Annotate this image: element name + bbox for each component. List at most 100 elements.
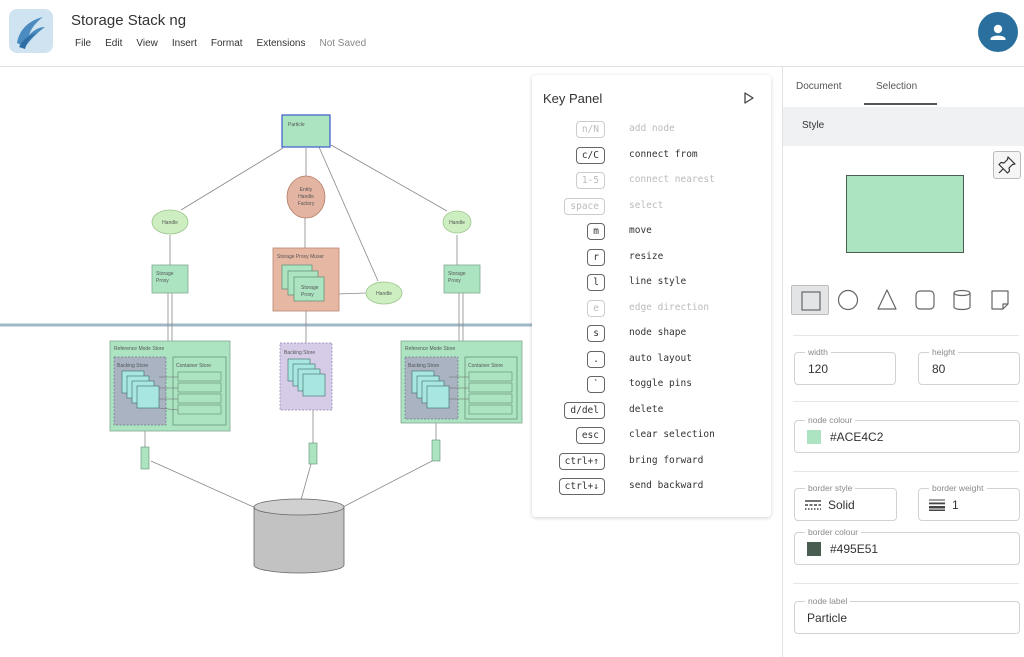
- svg-text:Backing Store: Backing Store: [408, 363, 439, 369]
- svg-text:Proxy: Proxy: [448, 278, 461, 284]
- pin-button[interactable]: [993, 151, 1021, 179]
- node-particle[interactable]: Particle: [281, 114, 331, 148]
- node-reference-mode-store-right[interactable]: Reference Mode Store Backing Store Conta…: [400, 340, 523, 424]
- document-title[interactable]: Storage Stack ng: [71, 12, 187, 29]
- key-desc: clear selection: [629, 429, 715, 440]
- svg-text:Container Store: Container Store: [176, 363, 211, 369]
- border-style-field[interactable]: border style Solid: [794, 483, 897, 521]
- svg-text:Storage: Storage: [156, 271, 174, 277]
- shape-rounded-rect-button[interactable]: [906, 285, 944, 315]
- svg-text:Handle: Handle: [298, 194, 314, 200]
- width-field-value: 120: [808, 362, 829, 376]
- connector-right[interactable]: [431, 439, 441, 462]
- key-row-send-backward: ctrl+↓ send backward: [532, 478, 771, 498]
- node-colour-label: node colour: [805, 415, 856, 425]
- circle-icon: [837, 289, 859, 311]
- shape-triangle-button[interactable]: [868, 285, 906, 315]
- border-colour-swatch: [807, 542, 821, 556]
- key-row-add-node: n/N add node: [532, 121, 771, 141]
- key-badge: s: [587, 325, 605, 342]
- svg-text:Proxy: Proxy: [301, 292, 314, 298]
- width-field[interactable]: width 120: [794, 347, 896, 385]
- user-avatar[interactable]: [978, 12, 1018, 52]
- connector-middle[interactable]: [308, 442, 318, 465]
- node-backing-store-middle[interactable]: Backing Store: [279, 342, 333, 411]
- key-row-auto-layout: .auto layout: [532, 351, 771, 371]
- border-weight-label: border weight: [929, 483, 987, 493]
- triangle-icon: [877, 289, 897, 310]
- menu-view[interactable]: View: [136, 38, 158, 49]
- key-desc: toggle pins: [629, 378, 692, 389]
- svg-text:Handle: Handle: [449, 220, 465, 226]
- svg-text:Storage: Storage: [448, 271, 466, 277]
- rectangle-icon: [801, 291, 821, 311]
- key-badge: esc: [575, 427, 605, 444]
- svg-text:Entity: Entity: [300, 187, 313, 193]
- key-badge: n/N: [575, 121, 605, 138]
- height-field-value: 80: [932, 362, 946, 376]
- shape-rectangle-button[interactable]: [791, 285, 829, 315]
- svg-text:Storage: Storage: [301, 285, 319, 291]
- shape-circle-button[interactable]: [829, 285, 867, 315]
- border-style-label: border style: [805, 483, 856, 493]
- note-icon: [991, 290, 1009, 310]
- key-desc: auto layout: [629, 353, 692, 364]
- collapse-panel-icon[interactable]: [742, 91, 756, 105]
- node-colour-value: #ACE4C2: [830, 430, 884, 444]
- node-label-field[interactable]: node label Particle: [794, 596, 1020, 634]
- border-colour-field[interactable]: border colour #495E51: [794, 527, 1020, 565]
- shape-note-button[interactable]: [981, 285, 1019, 315]
- connector-left[interactable]: [140, 446, 150, 470]
- node-handle-middle[interactable]: Handle: [365, 281, 403, 305]
- menu-insert[interactable]: Insert: [171, 38, 197, 49]
- node-handle-right[interactable]: Handle: [442, 210, 472, 234]
- key-desc: add node: [629, 123, 675, 134]
- app-logo[interactable]: [9, 9, 53, 53]
- node-reference-mode-store-left[interactable]: Reference Mode Store Backing Store Conta…: [109, 340, 231, 432]
- node-storage-proxy-left[interactable]: Storage Proxy: [151, 264, 189, 294]
- menu-extensions[interactable]: Extensions: [256, 38, 306, 49]
- key-badge: c/C: [575, 147, 605, 164]
- key-badge: m: [587, 223, 605, 240]
- key-badge: ctrl+↑: [558, 453, 605, 470]
- key-desc: send backward: [629, 480, 704, 491]
- key-desc: edge direction: [629, 302, 710, 313]
- user-icon: [990, 24, 1006, 40]
- divider: [793, 471, 1019, 472]
- tab-selection[interactable]: Selection: [876, 81, 918, 92]
- node-storage-proxy-muxer[interactable]: Storage Proxy Muxer Storage Proxy: [272, 247, 340, 312]
- diagram-edges: [144, 144, 464, 510]
- rounded-rectangle-icon: [915, 290, 935, 310]
- node-colour-field[interactable]: node colour #ACE4C2: [794, 415, 1020, 453]
- divider: [793, 335, 1019, 336]
- menu-edit[interactable]: Edit: [105, 38, 123, 49]
- key-desc: line style: [629, 276, 687, 287]
- height-field[interactable]: height 80: [918, 347, 1020, 385]
- tab-document[interactable]: Document: [796, 81, 842, 92]
- node-label-label: node label: [805, 596, 851, 606]
- node-entity-handle-factory[interactable]: Entity Handle Factory: [286, 175, 326, 219]
- node-handle-left[interactable]: Handle: [151, 209, 189, 235]
- key-row-toggle-pins: `toggle pins: [532, 376, 771, 396]
- pin-icon: [998, 156, 1016, 174]
- cylinder-icon: [953, 289, 971, 311]
- svg-text:Handle: Handle: [162, 220, 178, 226]
- border-weight-field[interactable]: border weight 1: [918, 483, 1020, 521]
- svg-text:Handle: Handle: [376, 291, 392, 297]
- menu-file[interactable]: File: [75, 38, 92, 49]
- key-badge: ctrl+↓: [558, 478, 605, 495]
- node-database-cylinder[interactable]: [253, 498, 345, 574]
- style-section-header: Style: [783, 107, 1024, 146]
- divider: [793, 401, 1019, 402]
- key-desc: select: [629, 200, 664, 211]
- shape-cylinder-button[interactable]: [943, 285, 981, 315]
- menu-bar: File Edit View Insert Format Extensions …: [75, 38, 366, 49]
- node-particle-label: Particle: [288, 122, 305, 128]
- menu-format[interactable]: Format: [210, 38, 243, 49]
- node-colour-swatch: [807, 430, 821, 444]
- node-storage-proxy-right[interactable]: Storage Proxy: [443, 264, 481, 294]
